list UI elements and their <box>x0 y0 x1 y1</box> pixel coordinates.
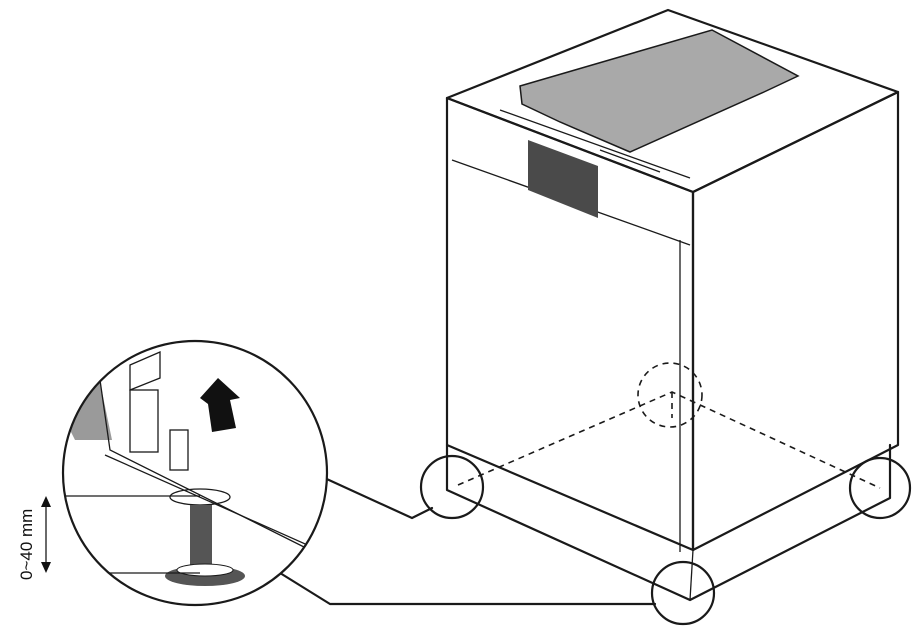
foot-circle-back-hidden <box>637 362 703 428</box>
dashed-floor-outline <box>457 391 881 489</box>
control-panel <box>499 109 691 218</box>
zoom-detail <box>61 339 329 607</box>
foot-circle-front-right <box>650 560 716 626</box>
protective-mat <box>519 29 800 153</box>
foot-circle-back-right <box>848 456 912 520</box>
height-dimension: 0~40 mm <box>17 496 51 580</box>
height-range-label: 0~40 mm <box>17 509 36 580</box>
foot-circle-front-left <box>419 454 485 520</box>
zoom-leader-lines <box>270 473 657 606</box>
up-arrow-icon <box>200 378 240 432</box>
